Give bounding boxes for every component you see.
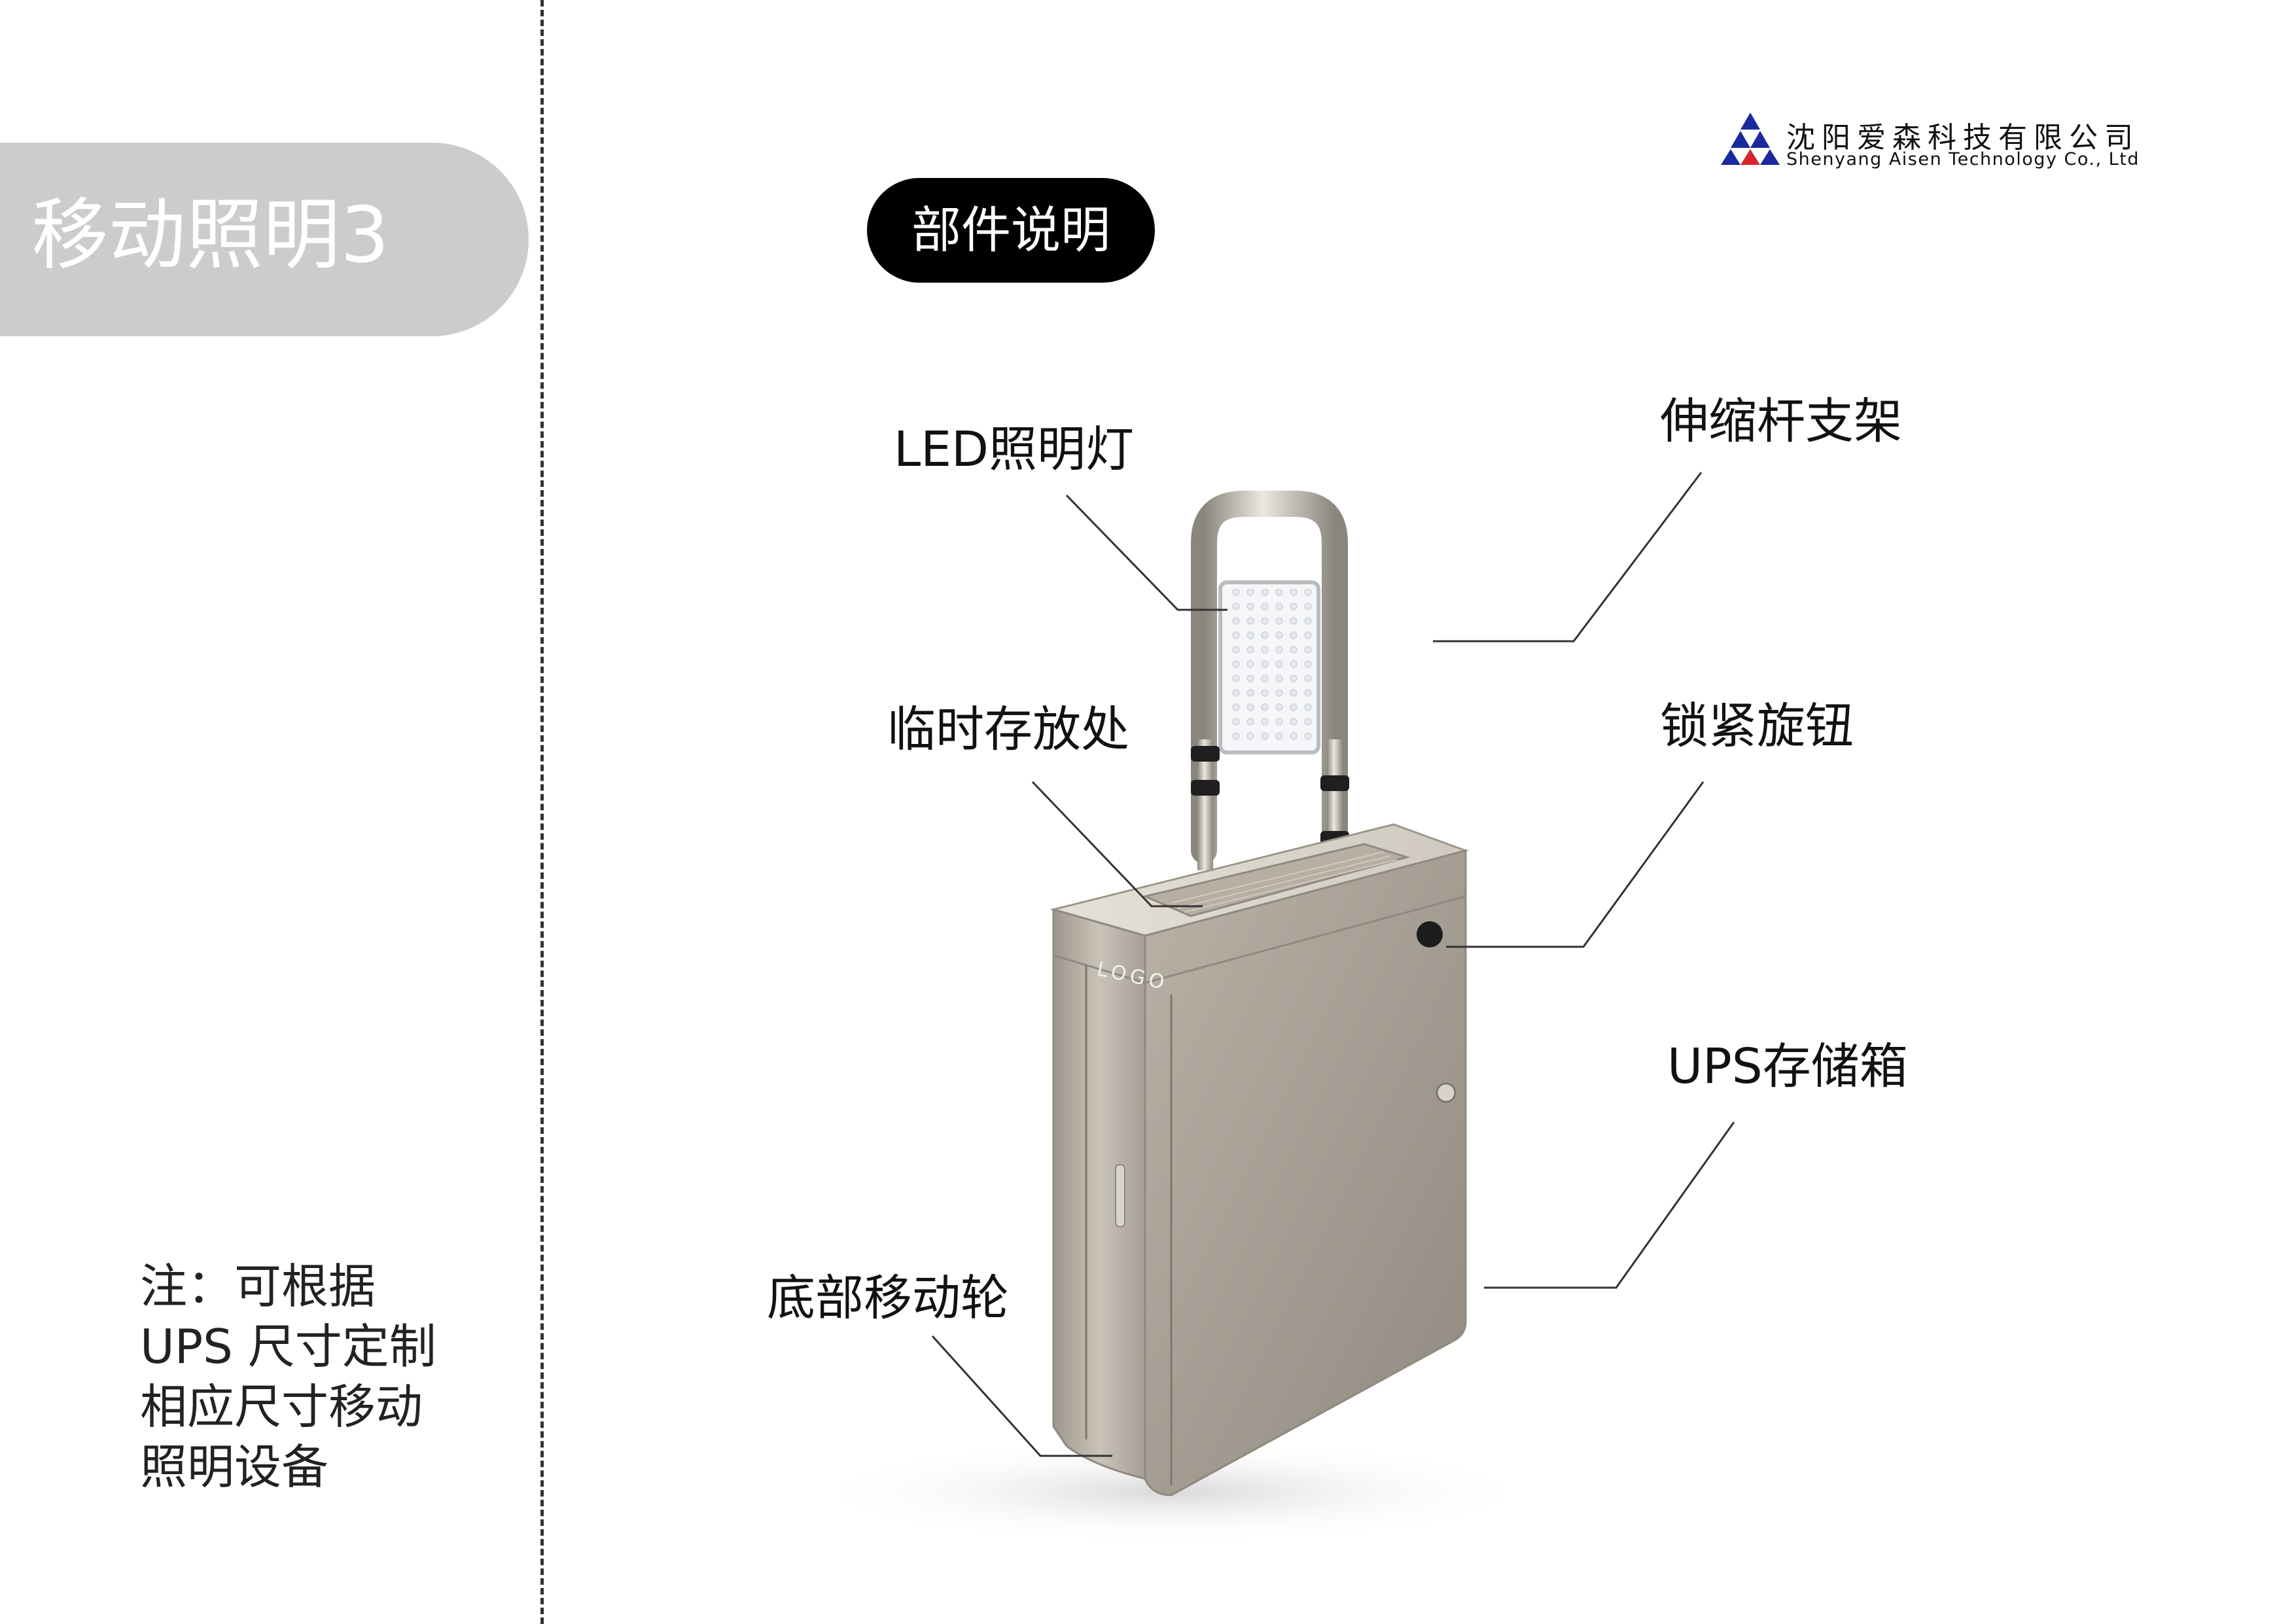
note-line: UPS 尺寸定制 [140,1319,436,1374]
label-wheels: 底部移动轮 [767,1270,1009,1326]
dashed-divider [540,0,544,1624]
label-temp-storage: 临时存放处 [887,701,1129,758]
leader-ups [1484,1121,1735,1289]
leader-wheels [931,1335,1112,1457]
note-line: 照明设备 [140,1439,329,1494]
section-title: 部件说明 [911,201,1110,259]
page-title: 移动照明3 [31,190,390,280]
door-handle [1115,1164,1125,1227]
telescopic-frame [1191,491,1348,883]
label-ups-box: UPS存储箱 [1667,1038,1908,1095]
company-logo-icon [1721,113,1780,165]
note-line: 注：可根据 [140,1259,376,1314]
leader-storage [1031,781,1203,908]
label-led-light: LED照明灯 [894,421,1134,478]
company-name-cn: 沈阳爱森科技有限公司 [1786,121,2140,154]
keyhole [1436,1082,1457,1103]
top-band [1053,895,1466,984]
cabinet-side [1144,849,1467,1496]
leader-frame [1433,472,1703,643]
leader-knob [1446,781,1704,948]
note-line: 相应尺寸移动 [140,1379,423,1434]
company-name-en: Shenyang Aisen Technology Co., Ltd [1786,149,2140,169]
title-banner [0,143,529,336]
customization-note: 注：可根据 UPS 尺寸定制 相应尺寸移动 照明设备 [140,1256,436,1497]
label-telescopic-frame: 伸缩杆支架 [1660,393,1902,450]
led-panel [1218,580,1320,754]
tray-ridges [1171,851,1398,913]
leader-led [1065,494,1227,611]
section-badge: 部件说明 [867,178,1155,283]
mobile-lighting-product: LOGO [805,491,1538,1544]
label-lock-knob: 锁紧旋钮 [1660,698,1854,754]
lock-knob [1417,921,1443,947]
